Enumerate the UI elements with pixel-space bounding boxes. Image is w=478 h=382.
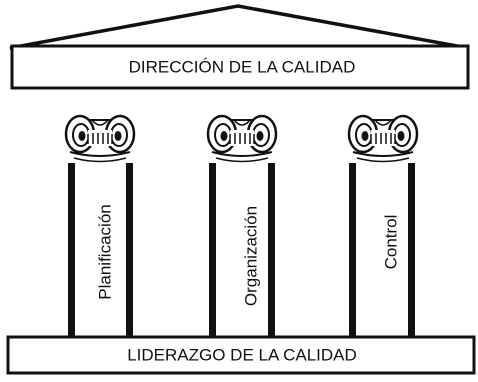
pillar-label-control: Control <box>381 215 400 270</box>
pillar-organizacion: Organización <box>206 114 278 337</box>
pillar-shaft-right <box>126 163 133 337</box>
pillar-shaft-left <box>349 163 356 337</box>
pillar-shaft-left <box>68 163 75 337</box>
pillar-shaft-right <box>408 163 415 337</box>
pillar-label-planificacion: Planificación <box>95 204 114 299</box>
pillar-control: Control <box>347 114 419 337</box>
roof-pediment <box>9 4 469 50</box>
pillar-label-organizacion: Organización <box>241 206 260 306</box>
base-platform <box>6 335 476 375</box>
pillar-capital <box>206 114 278 163</box>
pillar-shaft-left <box>209 163 216 337</box>
roof: DIRECCIÓN DE LA CALIDAD <box>9 4 470 90</box>
pillar-capital <box>64 114 136 163</box>
roof-label: DIRECCIÓN DE LA CALIDAD <box>129 57 356 76</box>
pillar-capital <box>347 114 419 163</box>
base: LIDERAZGO DE LA CALIDAD <box>6 335 476 375</box>
pillar-planificacion: Planificación <box>64 114 136 337</box>
pillar-shaft-right <box>268 163 275 337</box>
base-label: LIDERAZGO DE LA CALIDAD <box>127 345 357 364</box>
roof-entablature <box>10 44 470 90</box>
